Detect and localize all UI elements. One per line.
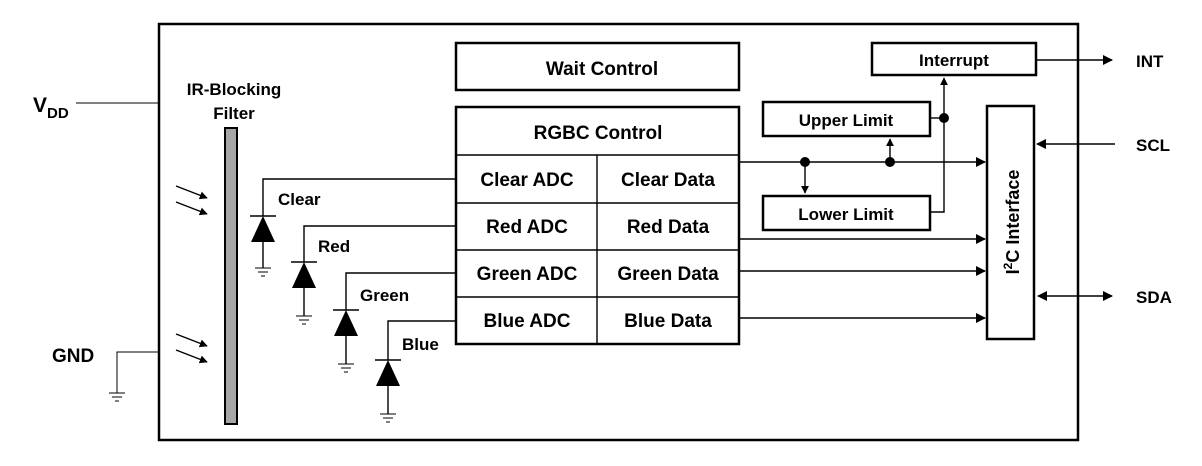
red-data-label: Red Data bbox=[627, 217, 710, 238]
clear-data-label: Clear Data bbox=[621, 170, 715, 191]
photodiode-blue-label: Blue bbox=[402, 335, 439, 354]
gnd-label: GND bbox=[52, 346, 94, 367]
photodiode-blue: Blue bbox=[375, 320, 456, 423]
light-rays-bottom-icon bbox=[175, 333, 208, 364]
interrupt-block: Interrupt bbox=[870, 41, 1038, 77]
scl-pin: SCL bbox=[1036, 136, 1170, 155]
green-adc-label: Green ADC bbox=[477, 264, 578, 285]
gnd-pin: GND bbox=[52, 346, 159, 402]
red-adc-label: Red ADC bbox=[486, 217, 568, 238]
upper-limit-label: Upper Limit bbox=[799, 111, 894, 130]
scl-label: SCL bbox=[1136, 136, 1170, 155]
rgbc-control-label: RGBC Control bbox=[534, 123, 663, 144]
photodiode-clear: Clear bbox=[250, 178, 456, 277]
blue-adc-label: Blue ADC bbox=[484, 311, 571, 332]
interrupt-wiring bbox=[930, 77, 949, 213]
sda-pin: SDA bbox=[1037, 288, 1172, 307]
wait-control-label: Wait Control bbox=[546, 59, 658, 80]
green-data-label: Green Data bbox=[617, 264, 719, 285]
limit-taps bbox=[800, 138, 895, 194]
i2c-interface-label: I2C Interface bbox=[1001, 170, 1023, 275]
interrupt-label: Interrupt bbox=[919, 51, 989, 70]
lower-limit-block: Lower Limit bbox=[761, 194, 932, 232]
photodiode-green-label: Green bbox=[360, 286, 409, 305]
filter-bar bbox=[224, 127, 238, 425]
i2c-interface-block: I2C Interface bbox=[985, 104, 1036, 341]
filter-label-line1: IR-Blocking bbox=[187, 80, 281, 99]
photodiode-green: Green bbox=[333, 272, 456, 373]
lower-limit-label: Lower Limit bbox=[798, 205, 894, 224]
vdd-pin: VDD bbox=[33, 94, 159, 122]
vdd-label: VDD bbox=[33, 94, 69, 122]
photodiode-red-label: Red bbox=[318, 237, 350, 256]
sda-label: SDA bbox=[1136, 288, 1172, 307]
photodiode-red: Red bbox=[291, 225, 456, 325]
int-pin: INT bbox=[1036, 52, 1164, 71]
int-label: INT bbox=[1136, 52, 1164, 71]
data-bus-arrows bbox=[739, 157, 986, 323]
chip-boundary bbox=[157, 22, 1080, 442]
ir-blocking-filter: IR-Blocking Filter bbox=[187, 80, 281, 425]
clear-adc-label: Clear ADC bbox=[480, 170, 574, 191]
rgbc-control-block: RGBC Control Clear ADC Clear Data Red AD… bbox=[454, 105, 741, 346]
upper-limit-block: Upper Limit bbox=[761, 100, 932, 138]
photodiode-clear-label: Clear bbox=[278, 190, 321, 209]
blue-data-label: Blue Data bbox=[624, 311, 712, 332]
wait-control-block: Wait Control bbox=[454, 41, 741, 92]
filter-label-line2: Filter bbox=[213, 104, 255, 123]
light-rays-top-icon bbox=[175, 185, 208, 216]
